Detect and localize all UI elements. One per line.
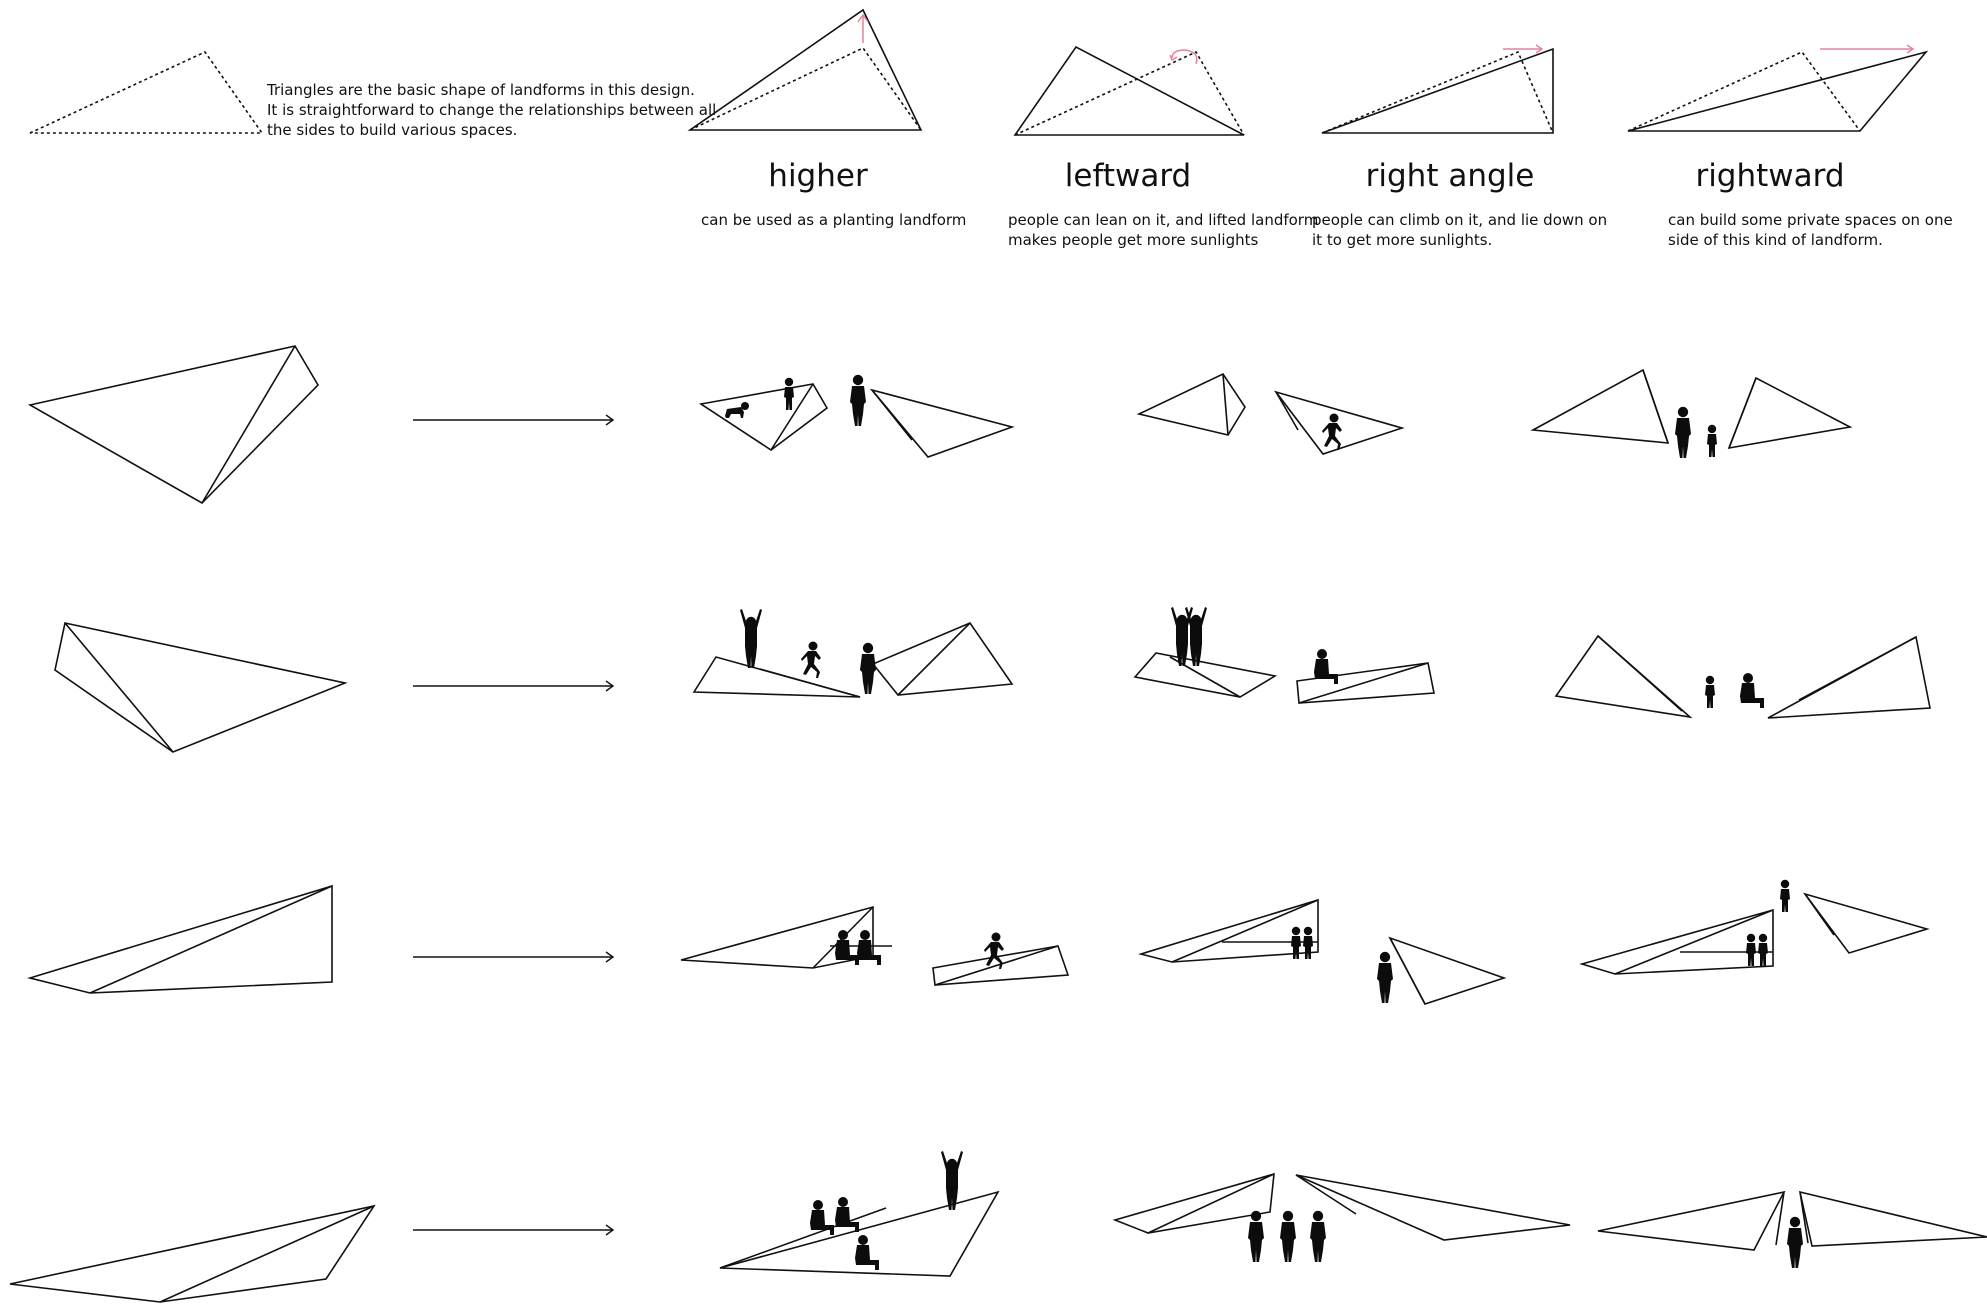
person-silhouette-icon [740, 609, 762, 668]
person-silhouette-icon [1322, 414, 1342, 451]
person-silhouette-icon [1705, 676, 1715, 708]
person-silhouette-icon [810, 1200, 834, 1235]
arrow-row1 [413, 415, 613, 425]
person-silhouette-icon [1746, 934, 1756, 966]
variant-higher [690, 10, 921, 130]
arrow-row2 [413, 681, 613, 691]
scene-leftward-row3 [1141, 900, 1504, 1004]
variant-right-angle [1322, 45, 1553, 133]
scene-leftward-row2 [1135, 607, 1434, 703]
scene-higher-row2 [694, 609, 1012, 697]
scene-rightward-row4 [1598, 1192, 1987, 1268]
scene-rightward-row2 [1556, 636, 1930, 718]
person-silhouette-icon [1303, 927, 1313, 959]
scene-higher-row1 [701, 375, 1012, 457]
scene-leftward-row4 [1115, 1174, 1570, 1262]
scene-higher-row4 [720, 1151, 998, 1276]
scene-rightward-row3 [1582, 880, 1927, 974]
person-silhouette-icon [835, 1197, 859, 1232]
arrow-row3 [413, 952, 613, 962]
person-silhouette-icon [1280, 1211, 1296, 1262]
person-silhouette-icon [1310, 1211, 1326, 1262]
person-silhouette-icon [801, 642, 821, 679]
person-silhouette-icon [1787, 1217, 1803, 1268]
base-landform-row1 [30, 346, 318, 503]
scene-higher-row3 [681, 907, 1068, 985]
person-silhouette-icon [1707, 425, 1717, 457]
variant-rightward [1628, 45, 1926, 131]
person-silhouette-icon [835, 930, 859, 965]
person-silhouette-icon [1675, 407, 1691, 458]
base-landform-row2 [55, 623, 345, 752]
person-silhouette-icon [860, 643, 876, 694]
person-silhouette-icon [1314, 649, 1338, 684]
person-silhouette-icon [984, 933, 1004, 970]
person-silhouette-icon [1377, 952, 1393, 1003]
variant-leftward [1015, 47, 1244, 135]
base-landform-row3 [30, 886, 332, 993]
base-landform-row4 [10, 1206, 374, 1302]
person-silhouette-icon [1758, 934, 1768, 966]
person-silhouette-icon [857, 930, 881, 965]
person-silhouette-icon [725, 402, 749, 418]
person-silhouette-icon [1740, 673, 1764, 708]
person-silhouette-icon [784, 378, 794, 410]
person-silhouette-icon [855, 1235, 879, 1270]
person-silhouette-icon [1185, 607, 1207, 666]
arrow-row4 [413, 1225, 613, 1235]
base-triangle-dashed [30, 52, 262, 133]
person-silhouette-icon [941, 1151, 963, 1210]
scene-rightward-row1 [1533, 370, 1850, 458]
person-silhouette-icon [1780, 880, 1790, 912]
person-silhouette-icon [1248, 1211, 1264, 1262]
scene-leftward-row1 [1139, 374, 1402, 454]
person-silhouette-icon [850, 375, 866, 426]
